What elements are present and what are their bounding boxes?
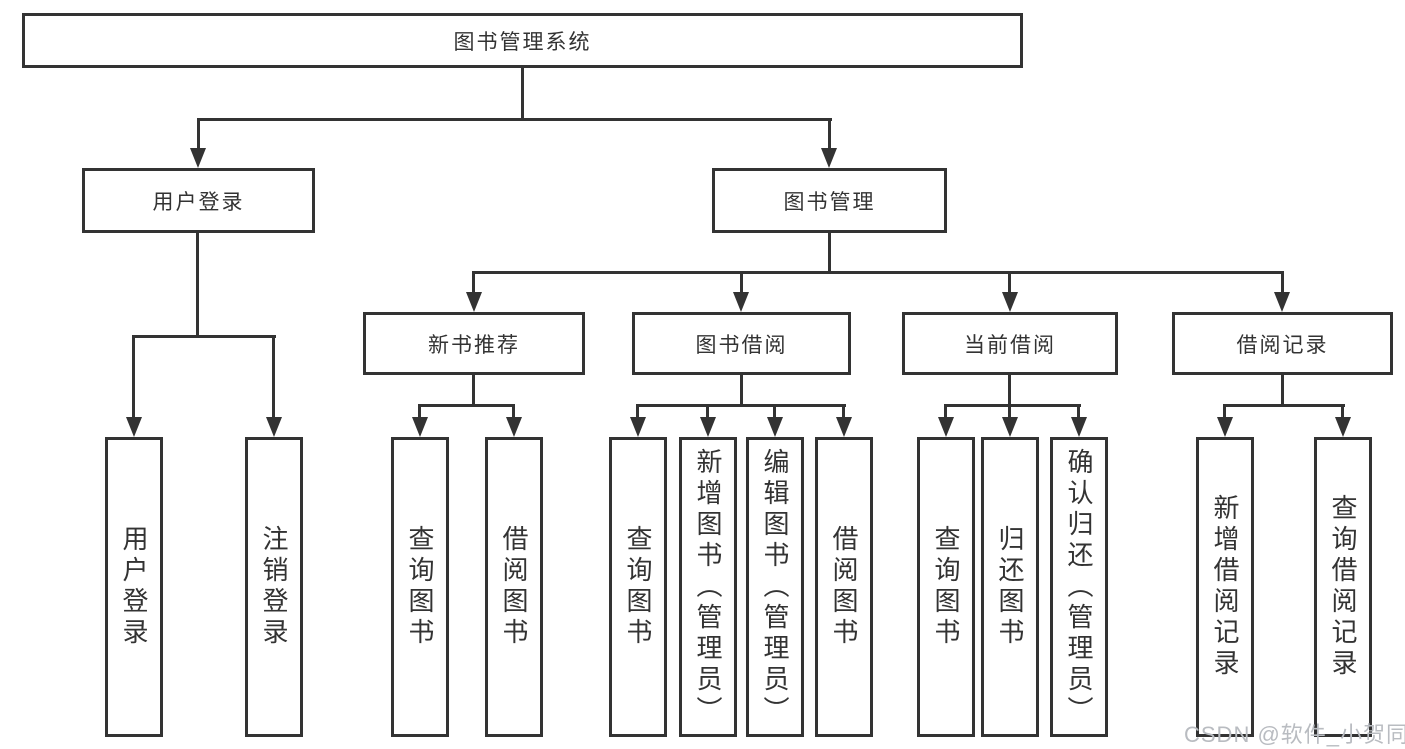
arrow-down-icon (1071, 417, 1087, 437)
connector-leaf-shaft (418, 404, 421, 420)
connector-user-login-hline (133, 335, 276, 338)
node-leaf-current-query-books: 查询图书 (917, 437, 975, 737)
node-leaf-borrowing-add-books: 新增图书（管理员） (679, 437, 737, 737)
connector-leaf-shaft (773, 404, 776, 420)
connector-leaf-shaft (1341, 404, 1344, 420)
leaf-label: 查询图书 (405, 525, 435, 649)
leaf-label: 新增借阅记录 (1210, 494, 1240, 680)
node-book-borrowing: 图书借阅 (632, 312, 851, 375)
connector-level2-hline (197, 118, 832, 121)
arrow-down-icon (700, 417, 716, 437)
node-leaf-current-confirm-return: 确认归还（管理员） (1050, 437, 1108, 737)
connector-borrowing-stem (740, 375, 743, 407)
node-leaf-records-query-record: 查询借阅记录 (1314, 437, 1372, 737)
connector-leaf-shaft (842, 404, 845, 420)
connector-book-mgmt-stem (828, 233, 831, 274)
leaf-label: 借阅图书 (829, 525, 859, 649)
arrow-down-icon (733, 292, 749, 312)
arrow-down-icon (1002, 417, 1018, 437)
node-book-management: 图书管理 (712, 168, 947, 233)
connector-leaf-shaft (706, 404, 709, 420)
node-leaf-borrowing-borrow-books: 借阅图书 (815, 437, 873, 737)
connector-current-shaft (1008, 271, 1011, 295)
leaf-label: 查询图书 (623, 525, 653, 649)
connector-recommend-stem (472, 375, 475, 407)
leaf-label: 编辑图书（管理员） (760, 447, 790, 727)
connector-leaf-shaft (512, 404, 515, 420)
csdn-watermark: CSDN @软件_小贺同学 (1184, 722, 1405, 747)
connector-logout-shaft (272, 335, 275, 419)
connector-root-stem (521, 68, 524, 118)
arrow-down-icon (836, 417, 852, 437)
leaf-label: 用户登录 (119, 525, 149, 649)
leaf-label: 借阅图书 (499, 525, 529, 649)
node-leaf-user-login: 用户登录 (105, 437, 163, 737)
connector-leaf-shaft (1223, 404, 1226, 420)
node-leaf-current-return-books: 归还图书 (981, 437, 1039, 737)
arrow-down-icon (1274, 292, 1290, 312)
connector-records-shaft (1281, 271, 1284, 295)
connector-current-stem (1008, 375, 1011, 407)
connector-borrowing-shaft (740, 271, 743, 295)
connector-current-hline (945, 404, 1081, 407)
arrow-down-icon (767, 417, 783, 437)
connector-borrowing-hline (637, 404, 846, 407)
connector-leaf-shaft (944, 404, 947, 420)
node-leaf-recommend-query-books: 查询图书 (391, 437, 449, 737)
node-root: 图书管理系统 (22, 13, 1023, 68)
connector-records-hline (1224, 404, 1345, 407)
node-leaf-logout: 注销登录 (245, 437, 303, 737)
leaf-label: 查询借阅记录 (1328, 494, 1358, 680)
leaf-label: 注销登录 (259, 525, 289, 649)
arrow-down-icon (630, 417, 646, 437)
connector-records-stem (1281, 375, 1284, 407)
leaf-label: 确认归还（管理员） (1064, 447, 1094, 727)
connector-user-login-stem (196, 233, 199, 338)
connector-level3-hline (473, 271, 1284, 274)
node-leaf-borrowing-edit-books: 编辑图书（管理员） (746, 437, 804, 737)
connector-recommend-hline (419, 404, 515, 407)
arrow-down-icon (126, 417, 142, 437)
node-leaf-borrowing-query-books: 查询图书 (609, 437, 667, 737)
connector-book-mgmt-shaft (828, 118, 831, 151)
connector-leaf-shaft (1077, 404, 1080, 420)
leaf-label: 查询图书 (931, 525, 961, 649)
node-leaf-recommend-borrow-books: 借阅图书 (485, 437, 543, 737)
node-user-login: 用户登录 (82, 168, 315, 233)
arrow-down-icon (1217, 417, 1233, 437)
arrow-down-icon (190, 148, 206, 168)
connector-recommend-shaft (472, 271, 475, 295)
arrow-down-icon (1335, 417, 1351, 437)
connector-leaf-shaft (1008, 404, 1011, 420)
arrow-down-icon (412, 417, 428, 437)
node-current-borrowing: 当前借阅 (902, 312, 1118, 375)
leaf-label: 归还图书 (995, 525, 1025, 649)
arrow-down-icon (506, 417, 522, 437)
arrow-down-icon (266, 417, 282, 437)
node-leaf-records-add-record: 新增借阅记录 (1196, 437, 1254, 737)
connector-leaf-shaft (636, 404, 639, 420)
arrow-down-icon (821, 148, 837, 168)
connector-user-login-shaft (197, 118, 200, 151)
arrow-down-icon (466, 292, 482, 312)
connector-login-shaft (132, 335, 135, 419)
node-new-book-recommend: 新书推荐 (363, 312, 585, 375)
leaf-label: 新增图书（管理员） (693, 447, 723, 727)
node-borrowing-records: 借阅记录 (1172, 312, 1393, 375)
arrow-down-icon (938, 417, 954, 437)
arrow-down-icon (1002, 292, 1018, 312)
